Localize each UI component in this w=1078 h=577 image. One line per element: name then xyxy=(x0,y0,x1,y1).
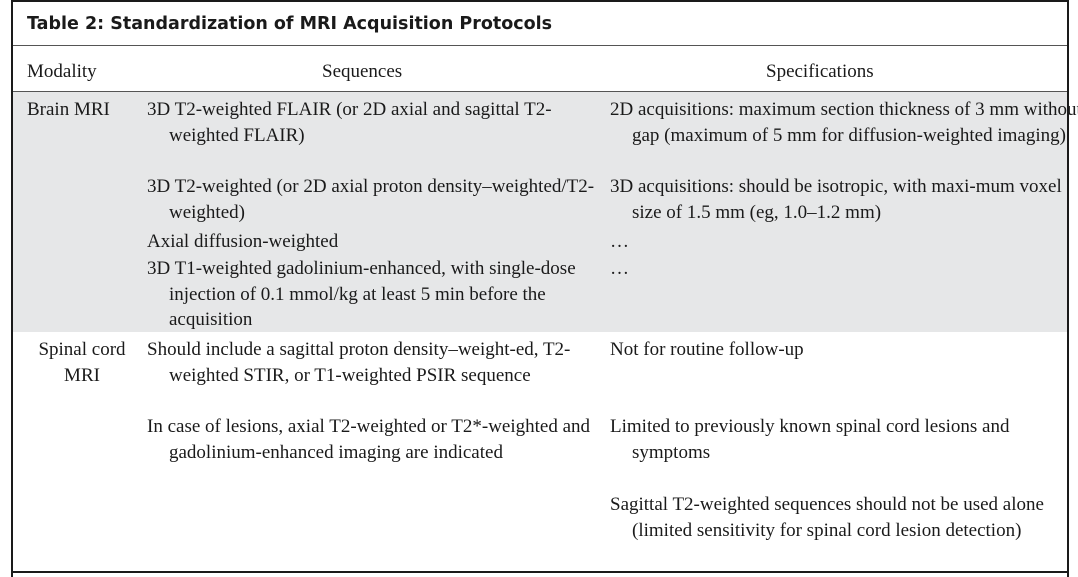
table-frame: Table 2: Standardization of MRI Acquisit… xyxy=(11,0,1078,577)
table-caption: Table 2: Standardization of MRI Acquisit… xyxy=(27,14,553,34)
header-sequences: Sequences xyxy=(322,61,403,82)
brain-row-shade xyxy=(13,92,1067,332)
header-modality: Modality xyxy=(27,61,97,82)
modality-brain-mri: Brain MRI xyxy=(27,99,110,120)
bottom-rule xyxy=(13,571,1067,573)
modality-spinal-line-1: Spinal cord xyxy=(38,339,126,360)
spinal-sequence-2: In case of lesions, axial T2-weighted or… xyxy=(147,416,591,463)
spinal-spec-1: Not for routine follow-up xyxy=(610,339,804,360)
modality-spinal-cord-mri: Spinal cord MRI xyxy=(27,337,137,388)
brain-spec-3: … xyxy=(610,231,629,252)
brain-spec-1: 2D acquisitions: maximum section thickne… xyxy=(610,99,1078,146)
spinal-spec-3: Sagittal T2-weighted sequences should no… xyxy=(610,494,1044,541)
spinal-spec-2: Limited to previously known spinal cord … xyxy=(610,416,1010,463)
brain-sequence-1: 3D T2-weighted FLAIR (or 2D axial and sa… xyxy=(147,99,552,146)
brain-spec-4: … xyxy=(610,258,629,279)
modality-spinal-line-2: MRI xyxy=(64,364,100,386)
caption-rule xyxy=(13,45,1067,46)
header-specifications: Specifications xyxy=(766,61,874,82)
header-rule xyxy=(13,91,1067,92)
brain-sequence-4: 3D T1-weighted gadolinium-enhanced, with… xyxy=(147,258,576,330)
top-rule xyxy=(13,0,1067,2)
spinal-sequence-1: Should include a sagittal proton density… xyxy=(147,339,571,386)
brain-sequence-2: 3D T2-weighted (or 2D axial proton densi… xyxy=(147,176,595,223)
brain-spec-2: 3D acquisitions: should be isotropic, wi… xyxy=(610,176,1062,223)
brain-sequence-3: Axial diffusion-weighted xyxy=(147,231,339,252)
